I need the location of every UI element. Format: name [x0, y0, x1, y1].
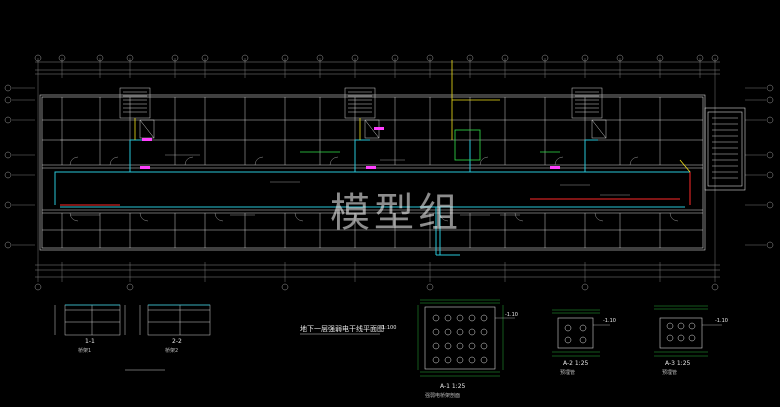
plan-scale: 1:100 — [382, 325, 397, 331]
detail-5-caption: 预埋管 — [662, 370, 678, 376]
detail-3-level: -1.10 — [505, 312, 518, 318]
magenta-tags — [140, 127, 560, 169]
grid-axes — [35, 58, 720, 282]
detail-3 — [417, 299, 515, 377]
detail-1-caption: 桥架1 — [78, 348, 92, 354]
stair-cores — [119, 87, 738, 179]
detail-4-title: A-2 1:25 — [563, 360, 589, 367]
detail-4-level: -1.10 — [603, 318, 616, 324]
detail-5-title: A-3 1:25 — [665, 360, 691, 367]
yellow-risers — [134, 60, 691, 173]
plan-title: 地下一层强弱电干线平面图 — [300, 325, 384, 333]
detail-2 — [139, 304, 211, 336]
detail-3-caption: 强弱电桥架剖面 — [425, 393, 461, 399]
watermark: 模型组 — [330, 190, 462, 236]
detail-5 — [654, 305, 722, 357]
detail-4 — [552, 309, 610, 357]
detail-2-title: 2-2 — [172, 338, 182, 345]
detail-3-title: A-1 1:25 — [440, 383, 466, 390]
detail-5-level: -1.10 — [715, 318, 728, 324]
detail-1 — [54, 304, 126, 336]
grid-bubbles — [4, 54, 774, 291]
green-lines — [300, 129, 560, 161]
detail-2-caption: 桥架2 — [165, 348, 179, 354]
detail-4-caption: 预埋管 — [560, 370, 576, 376]
detail-1-title: 1-1 — [85, 338, 95, 345]
feeder-red — [60, 172, 691, 206]
